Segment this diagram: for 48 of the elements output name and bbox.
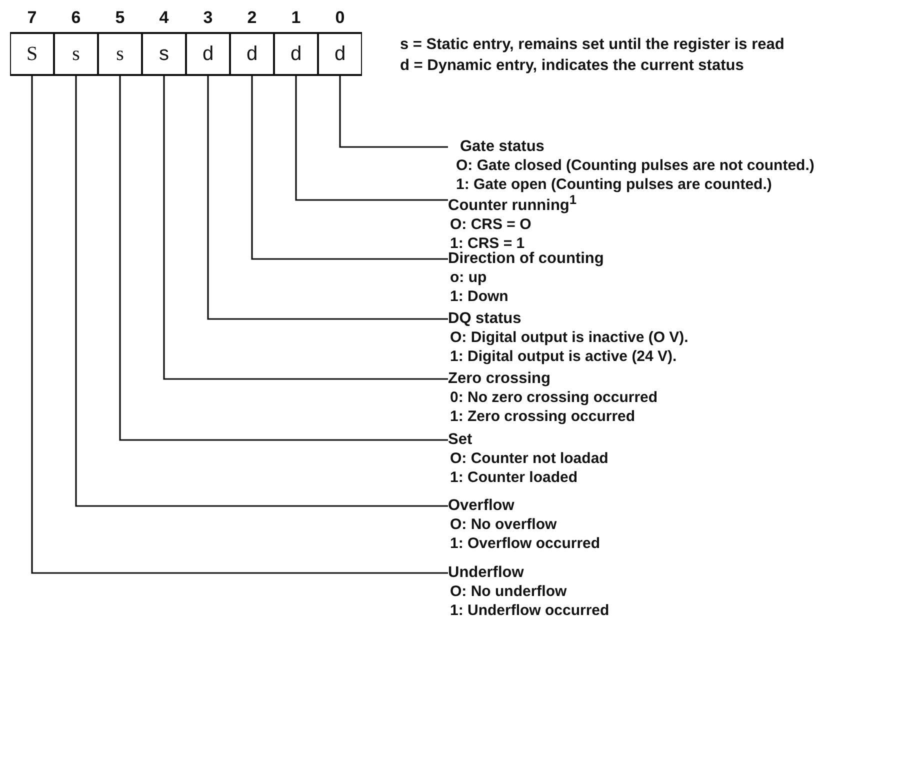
value-description: 0: No zero crossing occurred — [450, 388, 658, 407]
field-title: Underflow — [448, 563, 524, 582]
leader-line — [119, 76, 448, 441]
legend-note: s = Static entry, remains set until the register is read — [400, 36, 784, 54]
value-description: O: Counter not loadad — [450, 449, 608, 468]
value-description: 1: Down — [450, 287, 508, 306]
bit-cell: S — [10, 32, 54, 76]
value-description: O: Gate closed (Counting pulses are not counted.) — [456, 156, 814, 175]
field-title: Counter running$^{1}$ — [448, 192, 577, 216]
value-description: 1: Gate open (Counting pulses are counted.) — [456, 175, 772, 194]
bit-cell: d — [274, 32, 318, 76]
bit-number: 6 — [70, 8, 82, 28]
bit-number: 7 — [26, 8, 38, 28]
bit-number: 0 — [334, 8, 346, 28]
bit-cell: d — [230, 32, 274, 76]
bit-cell: s — [142, 32, 186, 76]
value-description: 1: Counter loaded — [450, 468, 578, 487]
value-description: O: No underflow — [450, 582, 567, 601]
field-title: Overflow — [448, 496, 514, 515]
leader-line — [31, 76, 448, 574]
field-title: Set — [448, 430, 472, 449]
value-description: o: up — [450, 268, 487, 287]
bit-cell: s — [98, 32, 142, 76]
bit-number: 1 — [290, 8, 302, 28]
leader-line — [295, 76, 448, 201]
value-description: 1: Digital output is active (24 V). — [450, 347, 677, 366]
bit-number: 4 — [158, 8, 170, 28]
leader-line — [163, 76, 448, 380]
leader-line — [251, 76, 448, 260]
value-description: 1: Underflow occurred — [450, 601, 610, 620]
legend-note: d = Dynamic entry, indicates the current status — [400, 57, 744, 75]
bit-cell: s — [54, 32, 98, 76]
bit-cell: d — [186, 32, 230, 76]
value-description: 1: Overflow occurred — [450, 534, 600, 553]
bit-number: 5 — [114, 8, 126, 28]
bit-cell: d — [318, 32, 362, 76]
value-description: O: No overflow — [450, 515, 557, 534]
bit-number: 2 — [246, 8, 258, 28]
value-description: O: CRS = O — [450, 215, 532, 234]
field-title: Gate status — [460, 137, 544, 156]
leader-line — [207, 76, 448, 320]
leader-line — [339, 76, 448, 148]
value-description: O: Digital output is inactive (O V). — [450, 328, 688, 347]
field-title: Zero crossing — [448, 369, 550, 388]
field-title: DQ status — [448, 309, 522, 328]
bit-number: 3 — [202, 8, 214, 28]
value-description: 1: Zero crossing occurred — [450, 407, 636, 426]
leader-line — [75, 76, 448, 507]
